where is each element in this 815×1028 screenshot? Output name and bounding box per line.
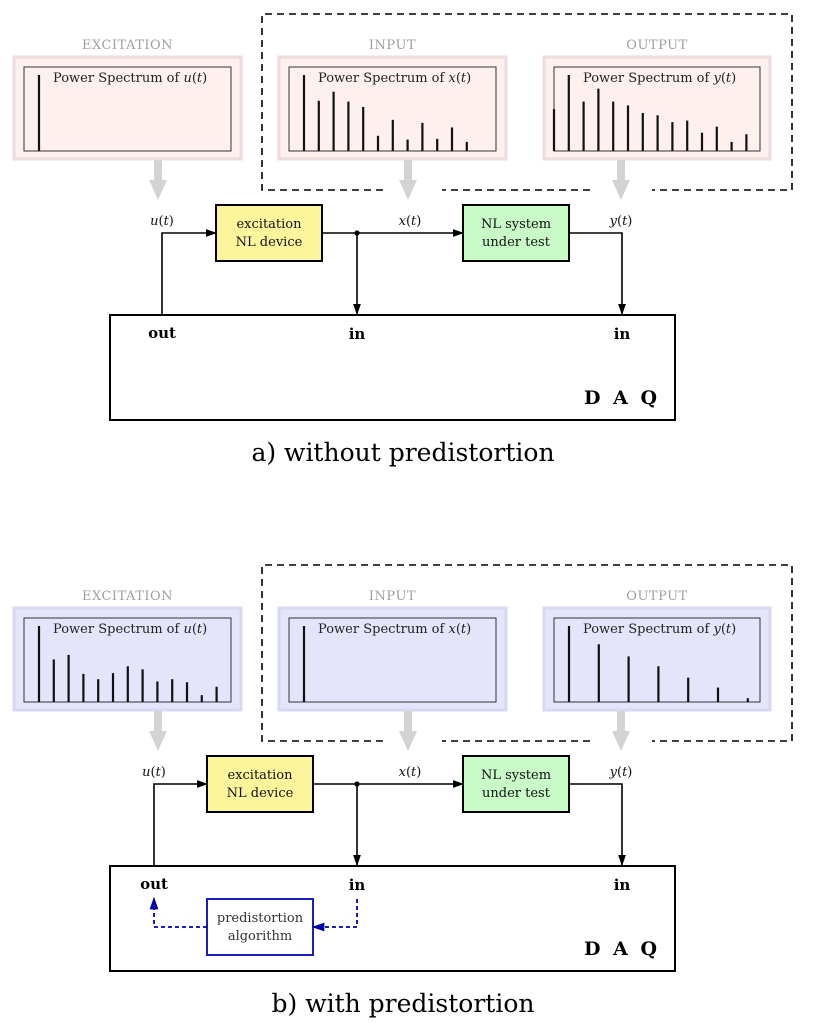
daq-port-in-y: in xyxy=(614,325,631,343)
feedback-in-to-algorithm xyxy=(311,899,358,932)
gray-arrow-head-output xyxy=(612,180,630,200)
signal-label-y: y(t) xyxy=(609,765,633,780)
signal-label-y: y(t) xyxy=(609,214,633,229)
spectrum-title-output: Power Spectrum of y(t) xyxy=(583,71,736,86)
wire-y-to-daq xyxy=(569,783,626,867)
spectrum-frame-output xyxy=(553,617,761,703)
spectrum-title-excitation: Power Spectrum of u(t) xyxy=(53,622,207,637)
daq-label: D A Q xyxy=(584,387,660,409)
spectrum-frame-excitation xyxy=(23,66,232,152)
daq-port-in-x: in xyxy=(349,876,366,894)
feedback-algorithm-to-out xyxy=(149,896,207,928)
dashed-enclosure xyxy=(261,564,793,742)
section-label-output: OUTPUT xyxy=(626,589,687,604)
wire-u-to-excitation xyxy=(153,780,209,865)
daq-box xyxy=(109,865,676,972)
diagram-with-predistortion: EXCITATION Power Spectrum of u(t) INPUT Pow… xyxy=(12,564,793,1018)
gray-arrow-shaft-excitation xyxy=(154,160,162,182)
spectrum-title-excitation: Power Spectrum of u(t) xyxy=(53,71,207,86)
signal-label-x: x(t) xyxy=(399,765,422,780)
daq-port-out: out xyxy=(140,875,168,893)
daq-label: D A Q xyxy=(584,938,660,960)
nl-system-under-test-block xyxy=(462,204,570,262)
wire-y-to-daq xyxy=(569,232,626,316)
signal-label-x: x(t) xyxy=(399,214,422,229)
excitation-nl-device-block xyxy=(206,755,314,813)
section-label-excitation: EXCITATION xyxy=(82,38,173,53)
diagram-caption: a) without predistortion xyxy=(251,438,554,467)
section-label-excitation: EXCITATION xyxy=(82,589,173,604)
signal-label-u: u(t) xyxy=(150,214,174,229)
section-label-output: OUTPUT xyxy=(626,38,687,53)
excitation-block-line2: NL device xyxy=(236,235,303,250)
gray-arrow-shaft-input xyxy=(404,160,412,182)
system-block-line1: NL system xyxy=(481,217,551,232)
daq-port-in-y: in xyxy=(614,876,631,894)
algorithm-block-line1: predistortion xyxy=(217,911,304,926)
spectrum-frame-input xyxy=(288,617,497,703)
system-block-line2: under test xyxy=(482,235,551,250)
excitation-block-line1: excitation xyxy=(227,768,293,783)
diagram-caption: b) with predistortion xyxy=(271,989,534,1018)
daq-box xyxy=(109,314,676,421)
dashed-enclosure xyxy=(261,13,793,191)
gray-arrow-shaft-output xyxy=(617,711,625,733)
signal-label-u: u(t) xyxy=(142,765,166,780)
predistortion-algorithm-block xyxy=(206,898,314,956)
gray-arrow-shaft-excitation xyxy=(154,711,162,733)
daq-port-in-x: in xyxy=(349,325,366,343)
spectrum-title-input: Power Spectrum of x(t) xyxy=(318,622,471,637)
daq-port-out: out xyxy=(148,324,176,342)
section-label-input: INPUT xyxy=(369,38,416,53)
gray-arrow-head-input xyxy=(399,180,417,200)
gray-arrow-head-output xyxy=(612,731,630,751)
excitation-nl-device-block xyxy=(215,204,323,262)
system-block-line2: under test xyxy=(482,786,551,801)
spectrum-title-input: Power Spectrum of x(t) xyxy=(318,71,471,86)
wire-u-to-excitation xyxy=(161,229,218,314)
gray-arrow-head-input xyxy=(399,731,417,751)
gray-arrow-shaft-output xyxy=(617,160,625,182)
nl-system-under-test-block xyxy=(462,755,570,813)
gray-arrow-head-excitation xyxy=(149,731,167,751)
gray-arrow-head-excitation xyxy=(149,180,167,200)
gray-arrow-shaft-input xyxy=(404,711,412,733)
section-label-input: INPUT xyxy=(369,589,416,604)
system-block-line1: NL system xyxy=(481,768,551,783)
algorithm-block-line2: algorithm xyxy=(228,929,292,944)
excitation-block-line2: NL device xyxy=(227,786,294,801)
diagram-without-predistortion: EXCITATION Power Spectrum of u(t) INPUT Pow… xyxy=(12,13,793,467)
excitation-block-line1: excitation xyxy=(236,217,302,232)
spectrum-title-output: Power Spectrum of y(t) xyxy=(583,622,736,637)
